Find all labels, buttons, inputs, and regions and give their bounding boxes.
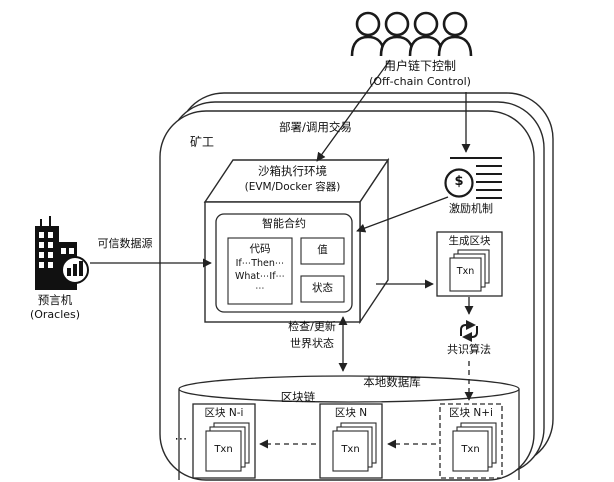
sandbox-title-zh: 沙箱执行环境 (258, 164, 327, 178)
code-line-1: If⋯Then⋯ (235, 258, 285, 269)
block1-txn-label: Txn (214, 444, 233, 455)
dollar-sign: $ (454, 174, 464, 189)
arrow-deploy-to-sandbox (316, 59, 391, 162)
incentive-icon (444, 157, 502, 199)
value-box (300, 237, 345, 265)
deploy-label: 部署/调用交易 (279, 120, 352, 134)
consensus-icon (460, 320, 478, 342)
state-box (300, 275, 345, 303)
genblock-txn-label: Txn (456, 266, 475, 277)
block3-label: 区块 N+i (449, 407, 493, 419)
code-box (227, 237, 293, 305)
arrow-incentive-to-contract (356, 196, 449, 233)
block-n-plus-i (439, 403, 503, 479)
offchain-label-en: (Off-chain Control) (369, 75, 471, 88)
code-line-2: What⋯If⋯ (234, 271, 286, 282)
incentive-label: 激励机制 (449, 202, 493, 215)
oracle-label-en: (Oracles) (29, 308, 81, 321)
value-label: 值 (317, 244, 328, 256)
block2-label: 区块 N (334, 407, 368, 419)
code-label: 代码 (249, 243, 271, 255)
offchain-label-zh: 用户链下控制 (383, 59, 456, 73)
state-label: 状态 (312, 282, 333, 294)
sandbox-title-en: (EVM/Docker 容器) (244, 181, 341, 193)
block3-txn-label: Txn (461, 444, 480, 455)
block-n-minus-i (192, 403, 256, 479)
miner-label: 矿工 (189, 135, 214, 149)
arrows (90, 59, 474, 449)
oracle-icon (35, 216, 89, 290)
generate-block-box (436, 231, 503, 297)
oracle-label-zh: 预言机 (37, 293, 73, 307)
genblock-label: 生成区块 (448, 235, 491, 247)
consensus-label: 共识算法 (447, 343, 491, 356)
block2-txn-label: Txn (341, 444, 360, 455)
worldstate-line2: 世界状态 (290, 337, 334, 350)
users-icon (350, 11, 473, 57)
code-line-3: ⋯ (255, 283, 265, 294)
blockchain-label: 区块链 (280, 390, 316, 404)
database-label: 本地数据库 (363, 375, 421, 389)
block1-label: 区块 N-i (204, 407, 244, 419)
chain-ellipsis: ⋯ (174, 432, 188, 447)
datasource-label: 可信数据源 (97, 237, 153, 250)
block-n (319, 403, 383, 479)
local-database-cylinder (178, 375, 520, 480)
smart-contract-box (215, 213, 353, 313)
dollar-coin-icon (444, 168, 474, 198)
worldstate-line1: 检查/更新 (288, 320, 336, 333)
contract-title: 智能合约 (262, 217, 306, 230)
